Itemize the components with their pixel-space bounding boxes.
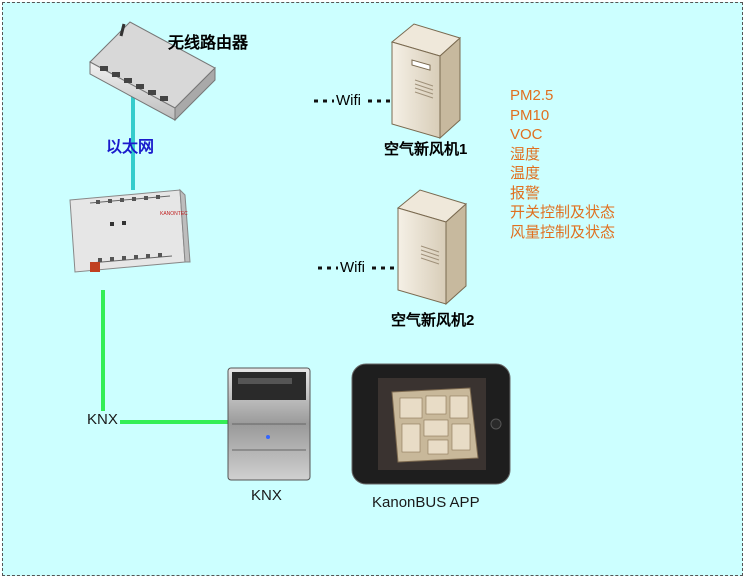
knx-switch-panel-icon <box>227 367 311 481</box>
parameter-item: 报警 <box>510 184 541 202</box>
tablet-floorplan-icon <box>351 363 511 485</box>
din-rail-gateway-icon: KANONTEC <box>69 188 191 273</box>
knx-bus-label: KNX <box>85 411 120 428</box>
gateway-brand: KANONTEC <box>160 211 188 217</box>
server-tower-icon <box>390 23 461 140</box>
parameter-item: 湿度 <box>510 145 541 163</box>
ethernet-label: 以太网 <box>106 139 155 156</box>
wifi-label-2: Wifi <box>338 259 367 276</box>
fresh-air-unit-1-label: 空气新风机1 <box>384 141 468 158</box>
knx-panel-label: KNX <box>251 487 282 504</box>
parameter-item: PM10 <box>510 106 550 124</box>
fresh-air-unit-2-label: 空气新风机2 <box>391 312 475 329</box>
router-label: 无线路由器 <box>168 35 249 52</box>
wifi-label-1: Wifi <box>334 92 363 109</box>
knx-bus-line <box>101 290 234 424</box>
parameter-item: 温度 <box>510 165 541 182</box>
parameter-item: VOC <box>510 126 543 143</box>
parameter-item: 风量控制及状态 <box>510 223 616 241</box>
parameter-list: PM2.5 PM10 VOC 湿度 温度 报警 开关控制及状态 风量控制及状态 <box>510 86 615 242</box>
parameter-item: 开关控制及状态 <box>510 204 616 221</box>
tablet-app-label: KanonBUS APP <box>372 494 480 511</box>
parameter-item: PM2.5 <box>510 87 554 104</box>
wireless-router-icon <box>89 21 216 122</box>
server-tower-icon <box>396 189 467 306</box>
